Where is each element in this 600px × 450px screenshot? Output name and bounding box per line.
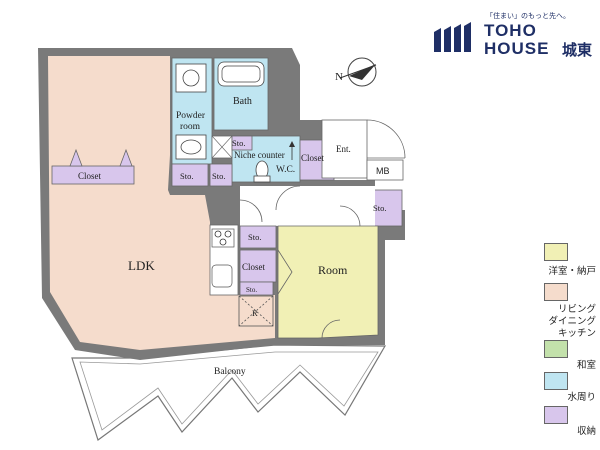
legend-swatch — [544, 372, 568, 390]
label-sto-3: Sto. — [212, 171, 225, 181]
label-sto-5: Sto. — [373, 203, 386, 213]
brand-name-line1: TOHO — [484, 21, 537, 40]
label-sto-2: Sto. — [180, 171, 193, 181]
label-sto-1: Sto. — [232, 138, 245, 148]
brand-name-line2: HOUSE — [484, 39, 550, 58]
label-powder-2: room — [180, 122, 201, 132]
legend-label: リビング ダイニング キッチン — [548, 304, 596, 339]
label-ldk: LDK — [128, 258, 155, 273]
label-mb: MB — [376, 166, 390, 176]
label-powder-1: Powder — [176, 111, 206, 121]
label-closet-ent: Closet — [301, 153, 325, 163]
legend-label: 洋室・納戸 — [548, 266, 596, 277]
label-closet-ldk: Closet — [78, 171, 102, 181]
compass-icon: N — [335, 57, 377, 87]
compass-label: N — [335, 71, 343, 83]
label-refrigerator: R — [252, 308, 258, 318]
washbasin-icon — [175, 134, 207, 160]
label-niche-counter: Niche counter — [234, 150, 285, 160]
brand-logo: 「住まい」のもっと先へ。 TOHO HOUSE 城東 — [432, 8, 600, 59]
logo-icon — [434, 22, 471, 52]
label-room: Room — [318, 263, 348, 277]
closet-room — [239, 249, 277, 283]
legend-label: 水周り — [567, 392, 596, 403]
label-entrance: Ent. — [336, 144, 351, 154]
sink-icon — [211, 264, 233, 288]
entrance — [321, 119, 368, 179]
stove-icon — [211, 228, 235, 248]
closet-ldk — [51, 165, 135, 185]
legend-swatch — [544, 406, 568, 424]
bathtub-icon — [217, 61, 265, 87]
label-closet-room: Closet — [242, 262, 266, 272]
toilet-icon — [253, 160, 271, 183]
legend-swatch — [544, 283, 568, 301]
label-wc: W.C. — [276, 165, 295, 175]
label-bath: Bath — [233, 96, 252, 107]
balcony-area — [71, 344, 387, 441]
room-ldk — [48, 56, 275, 350]
hallway — [240, 186, 375, 226]
storage-sto-1 — [171, 163, 209, 187]
storage-sto-2 — [209, 163, 233, 187]
storage-sto-6 — [239, 281, 274, 296]
room-western — [277, 225, 379, 339]
brand-tagline: 「住まい」のもっと先へ。 — [486, 12, 570, 20]
label-sto-6: Sto. — [246, 286, 257, 294]
legend-swatch — [544, 340, 568, 358]
legend-label: 収納 — [576, 426, 596, 437]
legend-label: 和室 — [576, 360, 596, 371]
washing-machine-icon — [175, 63, 207, 93]
legend-swatch — [544, 243, 568, 261]
label-balcony: Balcony — [214, 367, 246, 377]
storage-sto-5 — [239, 225, 277, 249]
label-sto-4: Sto. — [248, 232, 261, 242]
storage-sto-3 — [231, 135, 253, 151]
brand-name-kanji: 城東 — [562, 41, 593, 59]
mb-box — [366, 159, 404, 181]
